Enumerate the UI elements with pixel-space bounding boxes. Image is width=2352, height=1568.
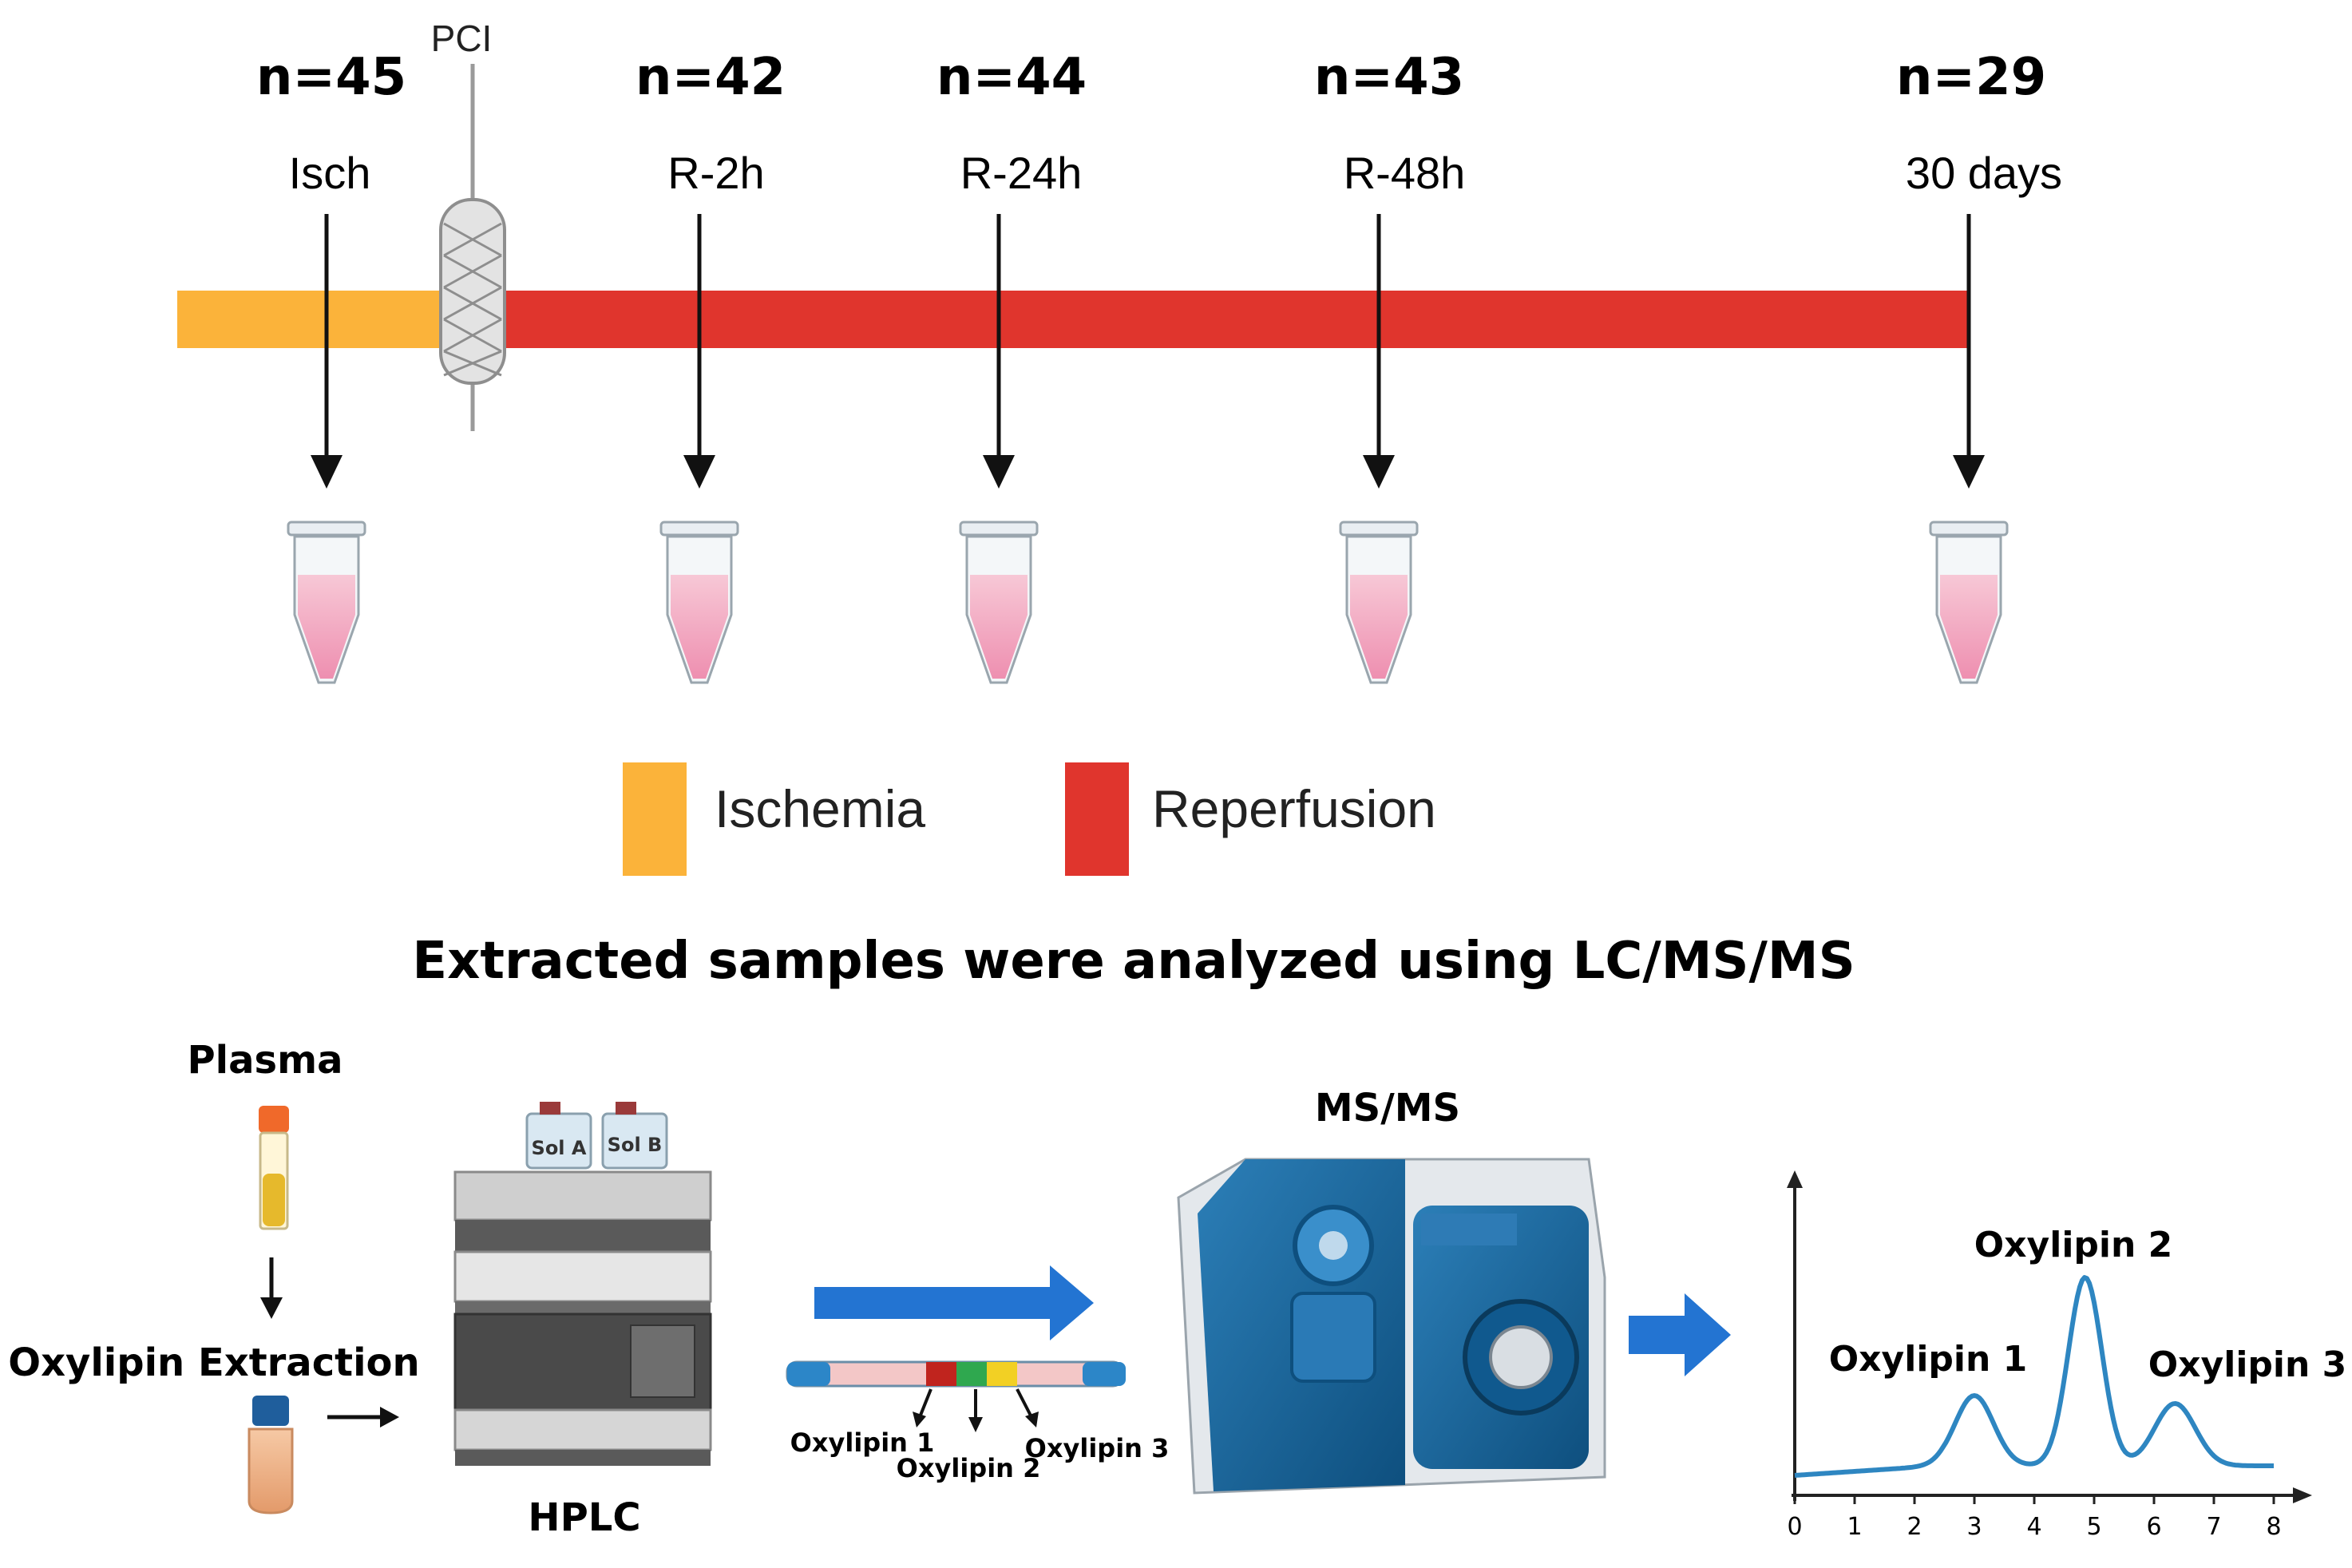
arrow-head bbox=[1363, 455, 1395, 489]
timepoint-r2h: n=42 R-2h bbox=[636, 48, 786, 489]
microtube-icon bbox=[1339, 521, 1419, 684]
x-tick-label: 2 bbox=[1907, 1513, 1922, 1541]
timepoint-n: n=43 bbox=[1314, 48, 1464, 107]
microtube-icon bbox=[287, 521, 366, 684]
x-tick-label: 7 bbox=[2206, 1513, 2221, 1541]
x-tick-label: 4 bbox=[2026, 1513, 2041, 1541]
legend-swatch-ischemia bbox=[623, 762, 687, 876]
legend: Ischemia Reperfusion bbox=[623, 762, 1436, 876]
x-axis-arrowhead bbox=[2293, 1487, 2312, 1503]
peak-label-1: Oxylipin 1 bbox=[1829, 1339, 2027, 1380]
timepoint-n: n=45 bbox=[256, 48, 406, 107]
plasma-label: Plasma bbox=[188, 1038, 343, 1083]
msms-label: MS/MS bbox=[1315, 1086, 1460, 1130]
timepoint-label: R-48h bbox=[1344, 148, 1466, 198]
timepoint-r24h: n=44 R-24h bbox=[936, 48, 1087, 489]
x-tick-label: 8 bbox=[2266, 1513, 2281, 1541]
timeline: PCI n=45 Isch n=42 R-2h n=44 R-24h n=43 … bbox=[177, 18, 2062, 684]
chromatogram-trace bbox=[1794, 1275, 2274, 1478]
arrow-head bbox=[983, 455, 1015, 489]
sol-a-label: Sol A bbox=[532, 1137, 587, 1159]
ms-instrument: MS/MS bbox=[1177, 1086, 1606, 1495]
timepoint-n: n=44 bbox=[936, 48, 1087, 107]
legend-swatch-reperfusion bbox=[1065, 762, 1129, 876]
y-axis-arrowhead bbox=[1787, 1170, 1803, 1188]
sol-b-label: Sol B bbox=[608, 1134, 663, 1156]
timepoint-label: R-2h bbox=[667, 148, 764, 198]
legend-label-reperfusion: Reperfusion bbox=[1152, 779, 1436, 838]
timepoint-label: 30 days bbox=[1906, 148, 2062, 198]
microtube-icon bbox=[659, 521, 739, 684]
pci-stent-icon bbox=[439, 64, 506, 431]
legend-label-ischemia: Ischemia bbox=[715, 779, 925, 838]
arrow-head bbox=[380, 1407, 399, 1427]
peak-label-3: Oxylipin 3 bbox=[2148, 1344, 2346, 1385]
x-tick-label: 3 bbox=[1966, 1513, 1982, 1541]
microtube-icon bbox=[1929, 521, 2009, 684]
oxylipin-extraction-label: Oxylipin Extraction bbox=[8, 1340, 419, 1385]
arrow-head bbox=[311, 455, 343, 489]
timepoint-label: Isch bbox=[289, 148, 371, 198]
peak-label-2: Oxylipin 2 bbox=[1974, 1225, 2172, 1265]
hplc-instrument: Sol A Sol B HPLC bbox=[453, 1102, 712, 1540]
separation-column: Oxylipin 1 Oxylipin 2 Oxylipin 3 bbox=[786, 1265, 1170, 1483]
x-tick-label: 5 bbox=[2086, 1513, 2101, 1541]
reperfusion-bar bbox=[473, 291, 1969, 348]
vial-icon bbox=[247, 1396, 294, 1515]
chromatogram-chart: 0 1 2 3 4 5 6 7 8 Oxylipin 1 Oxylipin 2 Oxylipin… bbox=[1787, 1170, 2346, 1541]
workflow-title: Extracted samples were analyzed using LC… bbox=[412, 932, 1855, 991]
blood-tube-icon bbox=[259, 1106, 289, 1230]
column-oxylipin-3: Oxylipin 3 bbox=[1025, 1433, 1170, 1463]
timepoint-r48h: n=43 R-48h bbox=[1314, 48, 1465, 489]
column-oxylipin-1: Oxylipin 1 bbox=[790, 1427, 935, 1458]
column-oxylipin-2: Oxylipin 2 bbox=[897, 1453, 1041, 1483]
blue-flow-arrow bbox=[814, 1265, 1094, 1340]
x-tick-label: 0 bbox=[1787, 1513, 1802, 1541]
arrow-head bbox=[260, 1297, 283, 1319]
timepoint-n: n=42 bbox=[636, 48, 786, 107]
x-tick-label: 1 bbox=[1847, 1513, 1862, 1541]
plasma-section: Plasma Oxylipin Extraction bbox=[8, 1038, 420, 1515]
blue-flow-arrow-small bbox=[1629, 1293, 1731, 1376]
timepoint-30days: n=29 30 days bbox=[1896, 48, 2062, 489]
timepoint-n: n=29 bbox=[1896, 48, 2046, 107]
pci-label: PCI bbox=[431, 18, 493, 59]
x-tick-label: 6 bbox=[2146, 1513, 2161, 1541]
microtube-icon bbox=[959, 521, 1039, 684]
arrow-head bbox=[683, 455, 715, 489]
sample-tubes bbox=[287, 521, 2009, 684]
hplc-label: HPLC bbox=[528, 1495, 640, 1540]
timepoint-label: R-24h bbox=[960, 148, 1083, 198]
solvent-bottles: Sol A Sol B bbox=[525, 1102, 668, 1170]
timepoint-isch: n=45 Isch bbox=[256, 48, 406, 489]
arrow-head bbox=[1953, 455, 1985, 489]
